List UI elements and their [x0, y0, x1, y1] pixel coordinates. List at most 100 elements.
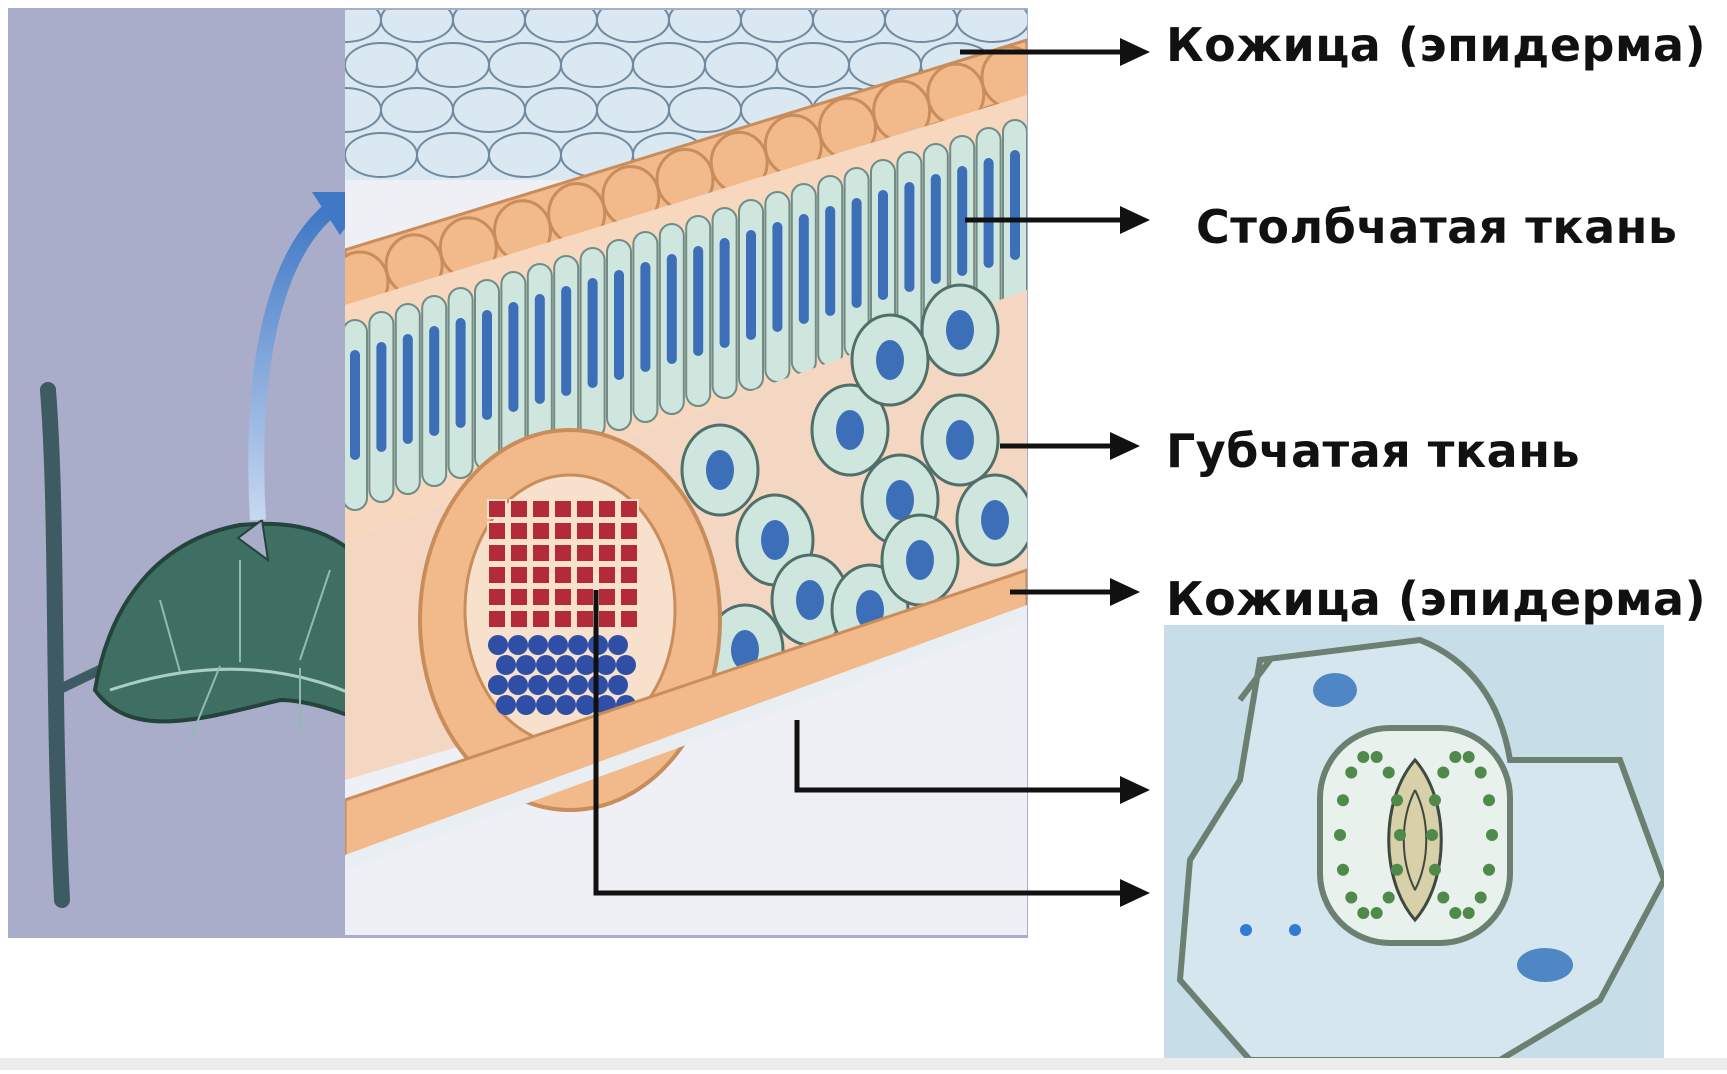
xylem-cell [554, 610, 572, 628]
chloroplast [1486, 829, 1498, 841]
xylem-cell [554, 522, 572, 540]
spongy-cell [922, 395, 998, 485]
xylem-cell [488, 588, 506, 606]
chloroplast [1357, 907, 1369, 919]
chloroplast [1437, 766, 1449, 778]
chloroplast [1337, 864, 1349, 876]
xylem-cell [510, 610, 528, 628]
xylem-cell [620, 610, 638, 628]
palisade-cell [475, 280, 499, 470]
xylem-cell [554, 566, 572, 584]
palisade-cell [739, 200, 763, 390]
palisade-cell [501, 272, 525, 462]
palisade-cell [765, 192, 789, 382]
palisade-cell [1003, 120, 1027, 310]
phloem-cell [568, 635, 588, 655]
xylem-cell [510, 588, 528, 606]
xylem-cell [554, 500, 572, 518]
palisade-cell [554, 256, 578, 446]
xylem-cell [620, 500, 638, 518]
chloroplast [1449, 751, 1461, 763]
palisade-cell [528, 264, 552, 454]
palisade-cell [607, 240, 631, 430]
chloroplast [1337, 794, 1349, 806]
xylem-cell [576, 500, 594, 518]
xylem-cell [620, 566, 638, 584]
palisade-cell [633, 232, 657, 422]
xylem-cell [532, 544, 550, 562]
phloem-cell [516, 695, 536, 715]
xylem-cell [532, 500, 550, 518]
phloem-cell [508, 675, 528, 695]
xylem-cell [532, 610, 550, 628]
phloem-cell [556, 695, 576, 715]
phloem-cell [496, 655, 516, 675]
xylem-cell [620, 544, 638, 562]
palisade-cell [449, 288, 473, 478]
chloroplast [1463, 751, 1475, 763]
phloem-cell [516, 655, 536, 675]
label-epidermis-top: Кожица (эпидерма) [1166, 18, 1706, 72]
chloroplast [1391, 864, 1403, 876]
xylem-cell [620, 522, 638, 540]
xylem-cell [554, 588, 572, 606]
palisade-cell [581, 248, 605, 438]
spongy-cell [882, 515, 958, 605]
chloroplast [1475, 766, 1487, 778]
chloroplast [1383, 892, 1395, 904]
phloem-cell [496, 695, 516, 715]
phloem-cell [528, 675, 548, 695]
bottom-strip [0, 1058, 1727, 1070]
xylem-cell [510, 500, 528, 518]
palisade-cell [713, 208, 737, 398]
xylem-cell [598, 544, 616, 562]
palisade-cell [343, 320, 367, 510]
phloem-cell [616, 655, 636, 675]
chloroplast [1371, 907, 1383, 919]
chloroplast [1475, 892, 1487, 904]
xylem-cell [510, 544, 528, 562]
xylem-cell [576, 522, 594, 540]
chloroplast [1394, 829, 1406, 841]
xylem-cell [598, 500, 616, 518]
chloroplast [1345, 766, 1357, 778]
xylem-cell [598, 610, 616, 628]
chloroplast [1383, 766, 1395, 778]
xylem-cell [510, 522, 528, 540]
label-palisade-tissue: Столбчатая ткань [1196, 200, 1678, 254]
chloroplast [1371, 751, 1383, 763]
xylem-cell [510, 566, 528, 584]
chloroplast [1426, 829, 1438, 841]
palisade-cell [792, 184, 816, 374]
phloem-cell [608, 635, 628, 655]
phloem-cell [488, 675, 508, 695]
chloroplast [1334, 829, 1346, 841]
label-spongy-tissue: Губчатая ткань [1166, 424, 1580, 478]
xylem-cell [576, 610, 594, 628]
palisade-cell [818, 176, 842, 366]
xylem-cell [554, 544, 572, 562]
palisade-cell [977, 128, 1001, 318]
phloem-cell [548, 675, 568, 695]
xylem-cell [532, 588, 550, 606]
xylem-cell [598, 566, 616, 584]
chloroplast [1345, 892, 1357, 904]
xylem-cell [576, 566, 594, 584]
palisade-cell [369, 312, 393, 502]
phloem-cell [536, 655, 556, 675]
palisade-cell [897, 152, 921, 342]
palisade-cell [686, 216, 710, 406]
chloroplast [1449, 907, 1461, 919]
xylem-cell [488, 500, 506, 518]
cross-section [309, 0, 1065, 935]
chloroplast [1483, 864, 1495, 876]
phloem-cell [556, 655, 576, 675]
xylem-cell [532, 566, 550, 584]
xylem-cell [576, 544, 594, 562]
spongy-cell [922, 285, 998, 375]
spongy-cell [852, 315, 928, 405]
xylem-cell [620, 588, 638, 606]
palisade-cell [660, 224, 684, 414]
